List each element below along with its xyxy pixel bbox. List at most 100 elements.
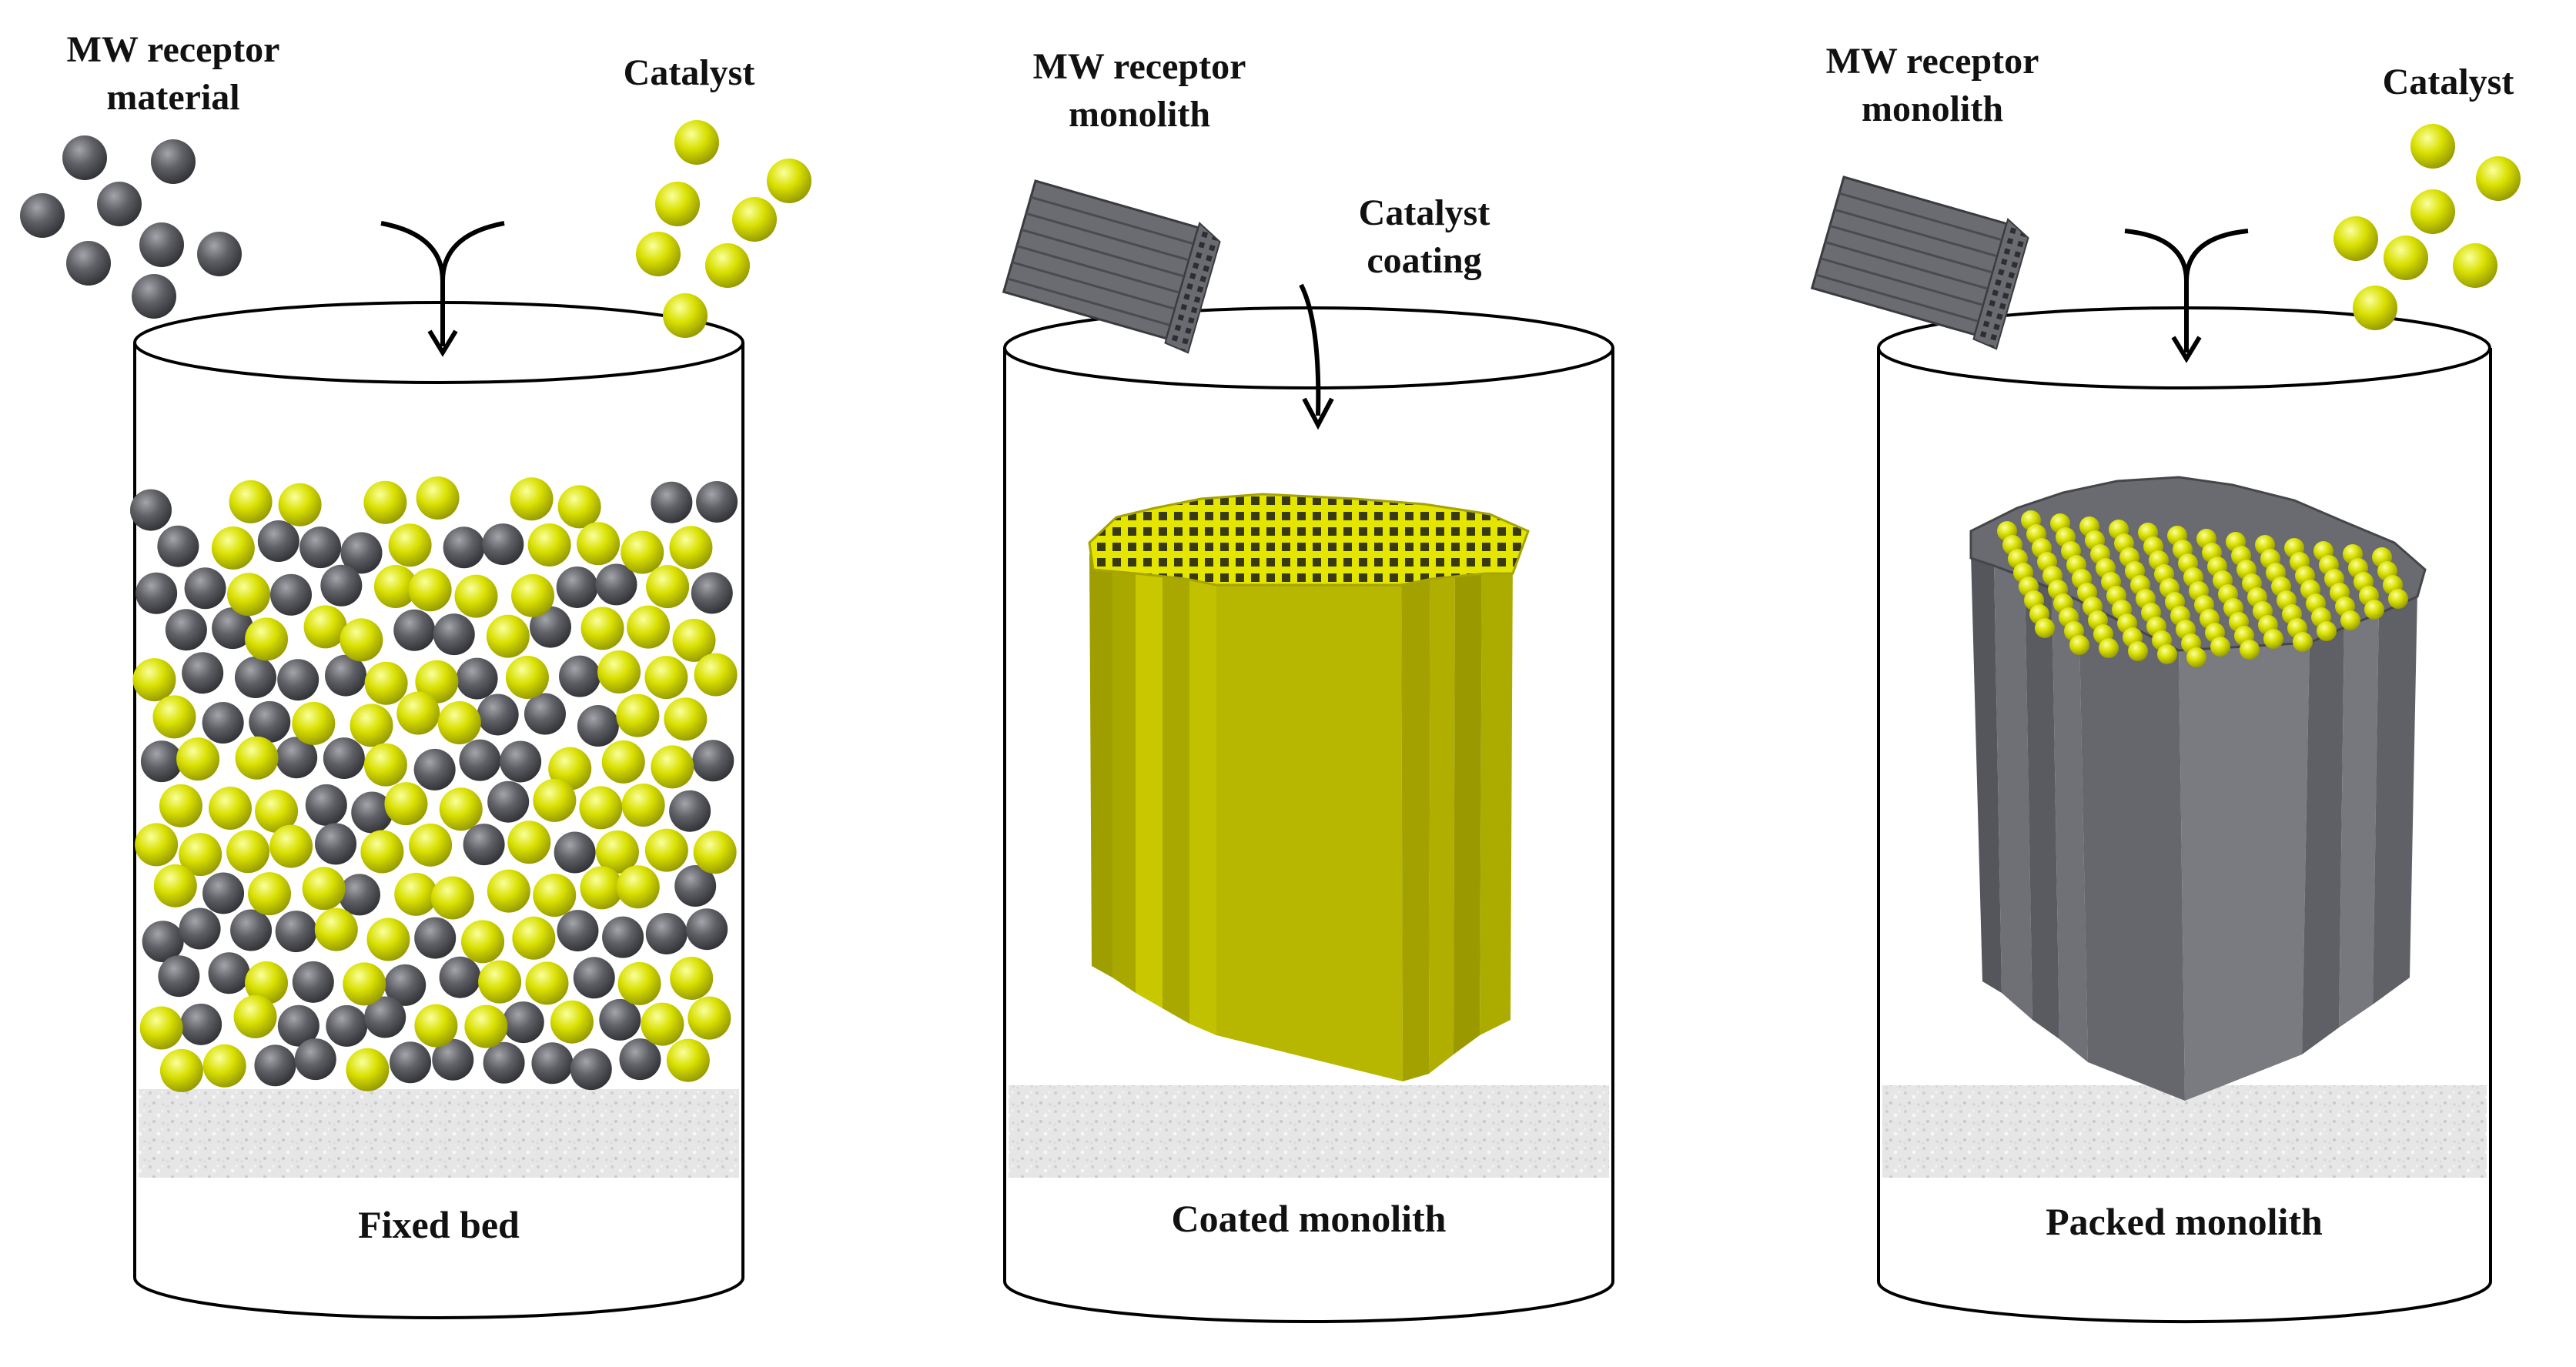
catalyst-particle <box>2388 589 2408 609</box>
catalyst-particle <box>732 197 777 242</box>
receptor-particle <box>276 737 318 779</box>
catalyst-particle <box>2186 647 2206 667</box>
receptor-particle <box>275 911 317 953</box>
catalyst-particle <box>2384 236 2428 280</box>
catalyst-particle <box>340 618 383 662</box>
receptor-particle <box>140 740 182 783</box>
catalyst-particle <box>621 783 665 827</box>
catalyst-particle <box>396 691 440 735</box>
receptor-particle <box>202 872 245 914</box>
receptor-particle <box>299 526 342 569</box>
receptor-particle <box>432 1038 474 1081</box>
catalyst-particle <box>2293 632 2313 652</box>
receptor-monolith-icon <box>1002 179 1221 354</box>
catalyst-particle <box>2263 629 2283 649</box>
caption-fixed-bed: Fixed bed <box>358 1203 520 1246</box>
receptor-particle <box>482 523 524 566</box>
receptor-particle <box>208 952 250 994</box>
catalyst-particle <box>343 962 386 1006</box>
catalyst-particle <box>705 243 750 288</box>
receptor-particle <box>132 274 176 319</box>
catalyst-particle <box>621 530 664 574</box>
catalyst-particle <box>2364 600 2384 620</box>
catalyst-particle <box>384 782 428 826</box>
receptor-particle <box>212 607 254 650</box>
receptor-particle <box>142 921 184 963</box>
catalyst-particle <box>512 916 556 960</box>
catalyst-particle <box>2340 610 2360 630</box>
catalyst-particle <box>414 1004 458 1048</box>
catalyst-particle <box>669 526 713 570</box>
catalyst-particle <box>655 182 700 226</box>
catalyst-particle <box>2099 638 2119 658</box>
receptor-particle <box>500 740 542 783</box>
catalyst-particle <box>227 573 271 617</box>
catalyst-particle <box>527 523 571 567</box>
catalyst-particle <box>464 1004 508 1048</box>
support-bed <box>1009 1085 1609 1178</box>
receptor-particle <box>277 1004 319 1047</box>
receptor-particle <box>165 609 207 651</box>
receptor-particle <box>315 823 357 865</box>
merge-arrow <box>2124 229 2249 363</box>
receptor-particle <box>433 613 475 656</box>
catalyst-particle <box>601 740 645 784</box>
catalyst-particle <box>2410 124 2455 169</box>
receptor-particle <box>197 232 242 276</box>
catalyst-particle <box>2453 243 2497 288</box>
receptor-particle <box>130 489 172 531</box>
catalyst-particle <box>208 786 252 830</box>
receptor-particle <box>459 739 501 781</box>
catalyst-particle <box>159 1048 203 1092</box>
receptor-particle <box>230 909 273 951</box>
receptor-particle <box>338 874 380 916</box>
catalyst-particle <box>245 617 289 661</box>
receptor-particle <box>595 563 637 606</box>
catalyst-particle <box>360 830 404 874</box>
receptor-particle <box>97 182 142 226</box>
receptor-particle <box>20 193 65 238</box>
catalyst-particle <box>2240 640 2260 660</box>
catalyst-particle <box>437 701 481 745</box>
catalyst-particle <box>233 994 277 1038</box>
receptor-particle <box>158 955 200 998</box>
catalyst-particle <box>430 876 474 920</box>
receptor-particle <box>184 567 226 610</box>
catalyst-particle <box>235 736 279 780</box>
receptor-particle <box>326 1004 368 1047</box>
receptor-particle <box>674 865 717 907</box>
caption-packed-monolith: Packed monolith <box>2046 1200 2323 1243</box>
catalyst-particle <box>202 1044 246 1088</box>
catalyst-particle <box>2317 621 2337 641</box>
catalyst-particle <box>408 568 452 612</box>
receptor-particle <box>463 824 505 866</box>
receptor-particle <box>292 961 334 1003</box>
catalyst-particle <box>363 743 407 787</box>
receptor-particle <box>483 1041 525 1084</box>
catalyst-particle <box>580 607 624 650</box>
receptor-particle <box>151 139 196 184</box>
receptor-particle <box>413 748 456 790</box>
receptor-particle <box>135 572 178 614</box>
catalyst-particle <box>687 996 731 1040</box>
catalyst-particle <box>533 778 577 822</box>
receptor-particle <box>692 740 734 782</box>
receptor-monolith-icon <box>1810 175 2029 350</box>
catalyst-particle <box>2035 618 2055 638</box>
receptor-particle <box>390 1041 432 1084</box>
catalyst-particle <box>2333 216 2378 261</box>
catalyst-particle <box>153 864 197 907</box>
catalyst-particle <box>597 650 641 694</box>
receptor-particle <box>277 659 319 701</box>
receptor-particle <box>364 996 406 1038</box>
catalyst-particle <box>2476 156 2521 201</box>
catalyst-particle <box>510 477 554 521</box>
receptor-particle <box>573 957 615 999</box>
receptor-particle <box>323 737 365 780</box>
catalyst-particle <box>248 872 292 916</box>
catalyst-particle <box>617 961 661 1005</box>
receptor-particle <box>202 702 244 744</box>
